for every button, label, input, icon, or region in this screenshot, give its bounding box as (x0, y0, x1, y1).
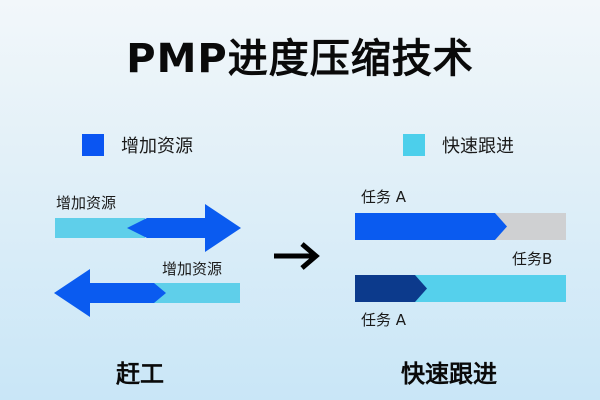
task-b-label: 任务B (512, 250, 553, 268)
crashing-arrow-right (55, 204, 245, 252)
task-a-label-top: 任务 A (361, 188, 407, 206)
sequential-task-bar (355, 213, 566, 241)
legend-label-add-resources: 增加资源 (121, 136, 193, 157)
fast-tracking-caption: 快速跟进 (401, 360, 497, 388)
page-title: PMP进度压缩技术 (126, 36, 474, 82)
add-resources-label-top: 增加资源 (56, 194, 117, 212)
legend-swatch-fast-tracking (403, 134, 425, 156)
crashing-arrow-left (54, 269, 244, 317)
right-arrow-icon (272, 240, 324, 272)
task-a-label-bottom: 任务 A (361, 311, 407, 329)
add-resources-label-bottom: 增加资源 (162, 260, 223, 278)
crashing-caption: 赶工 (116, 360, 164, 388)
overlapped-task-bar (355, 275, 566, 303)
legend-label-fast-tracking: 快速跟进 (442, 136, 514, 157)
legend-swatch-add-resources (82, 134, 104, 156)
